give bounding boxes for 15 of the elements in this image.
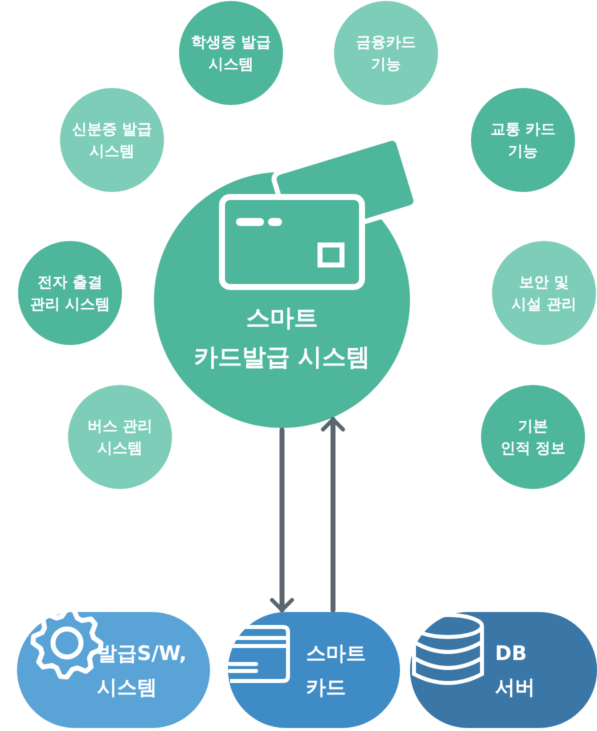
arrow bbox=[321, 416, 345, 612]
node-label: 발급S/W, 시스템 bbox=[97, 640, 187, 701]
node-label: 보안 및 시설 관리 bbox=[511, 272, 577, 315]
arrow bbox=[270, 428, 294, 612]
node-label: 버스 관리 시스템 bbox=[87, 416, 153, 459]
node-label: 스마트 카드 bbox=[306, 640, 366, 701]
node-label: 금융카드 기능 bbox=[356, 32, 416, 75]
node-label: 전자 출결 관리 시스템 bbox=[30, 272, 110, 315]
node-label: DB 서버 bbox=[495, 640, 535, 701]
node-label: 학생증 발급 시스템 bbox=[190, 32, 272, 75]
pill-shape bbox=[410, 612, 597, 728]
hub-title: 스마트 카드발급 시스템 bbox=[194, 302, 370, 374]
node-label: 기본 인적 정보 bbox=[500, 416, 566, 459]
node-label: 교통 카드 기능 bbox=[490, 118, 556, 162]
node-label: 신분증 발급 시스템 bbox=[72, 118, 152, 162]
